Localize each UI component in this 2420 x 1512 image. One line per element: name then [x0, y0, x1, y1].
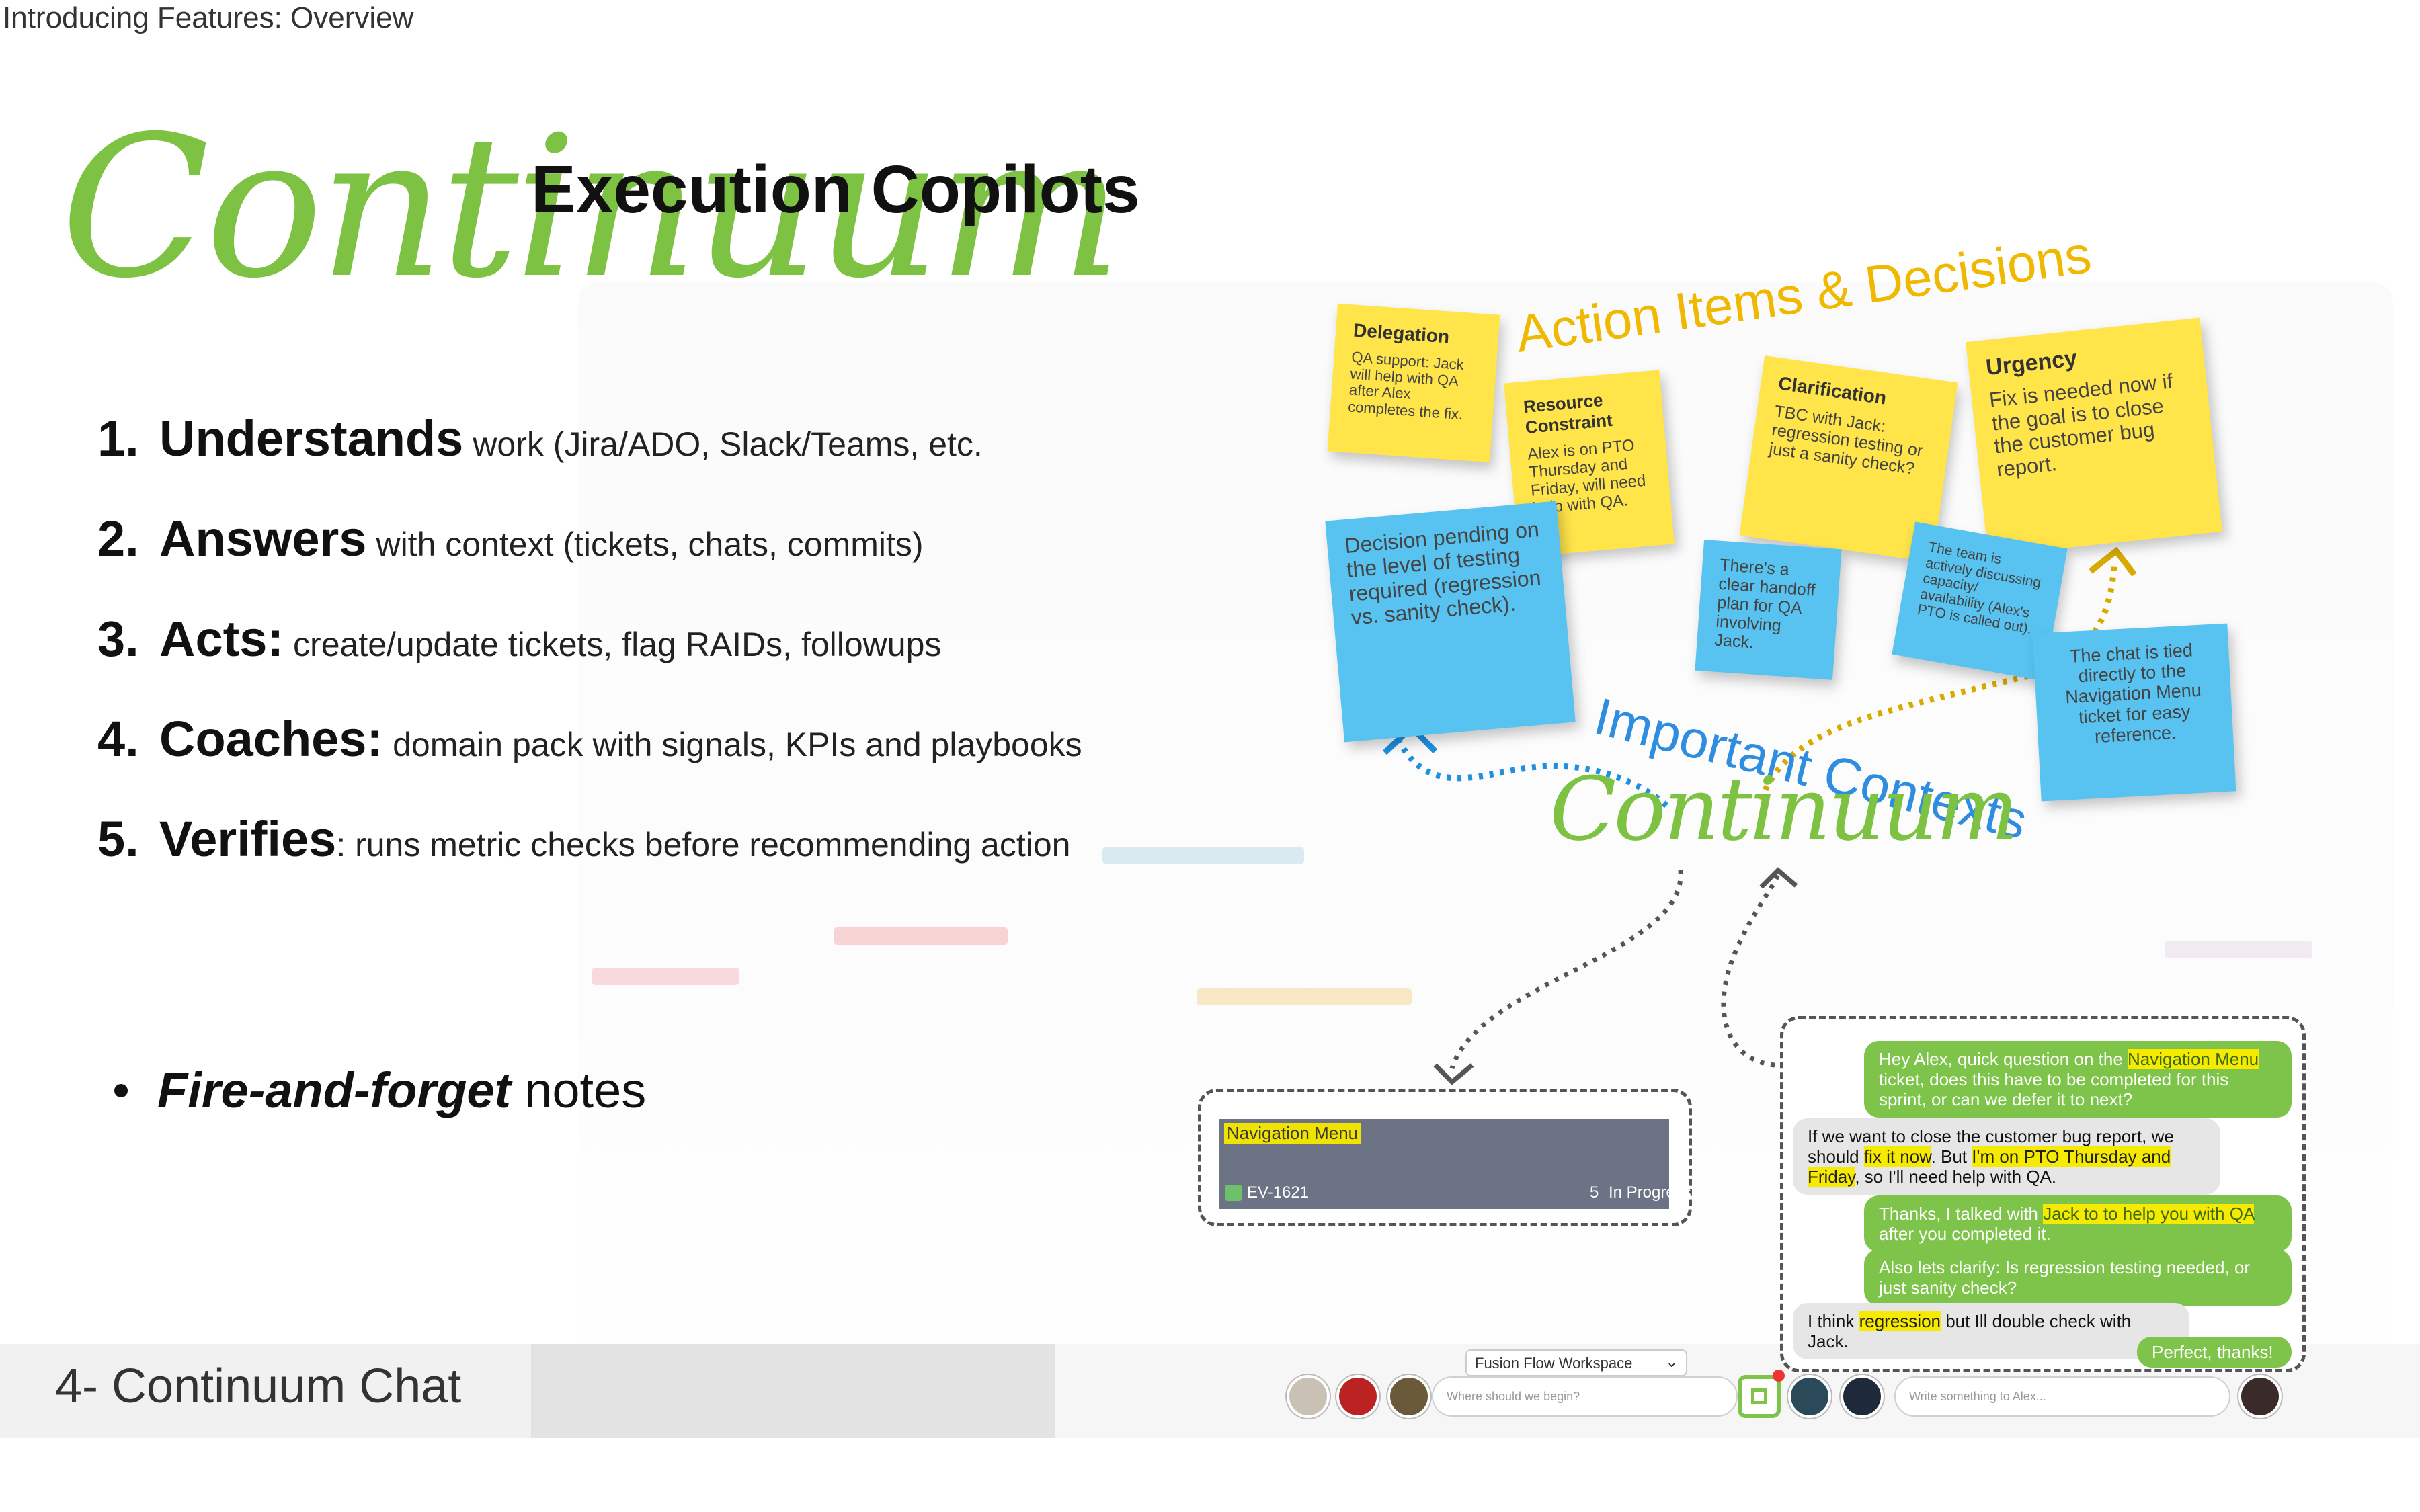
feature-description: domain pack with signals, KPIs and playb…: [393, 726, 1082, 763]
avatar[interactable]: [1788, 1375, 1831, 1418]
feature-number: 5.: [97, 811, 139, 867]
sticky-text: TBC with Jack: regression testing or jus…: [1768, 402, 1925, 478]
section-label: 4- Continuum Chat: [55, 1359, 462, 1413]
ghost-bar: [1197, 988, 1412, 1005]
msg-highlight: regression: [1859, 1311, 1941, 1331]
center-logo: Continuum: [1549, 758, 2019, 860]
ticket-points: 5: [1590, 1183, 1599, 1202]
bullet-note: Fire-and-forget notes: [114, 1062, 646, 1119]
msg-text: If we want to close the customer bug rep…: [1808, 1126, 2174, 1167]
workspace-select-label: Fusion Flow Workspace: [1475, 1355, 1633, 1372]
workspace-select[interactable]: Fusion Flow Workspace ⌄: [1465, 1349, 1687, 1376]
feature-item: 1. Understands work (Jira/ADO, Slack/Tea…: [97, 410, 1207, 510]
right-chat-input[interactable]: Write something to Alex...: [1894, 1376, 2230, 1417]
msg-highlight: Jack to to help you with QA: [2043, 1204, 2254, 1224]
feature-item: 4. Coaches: domain pack with signals, KP…: [97, 710, 1207, 810]
ghost-bar: [834, 927, 1008, 945]
continuum-logo: Continuum Execution Copilots: [61, 111, 1140, 312]
action-icon-inner: [1751, 1388, 1767, 1404]
feature-heading: Acts:: [159, 611, 284, 667]
sticky-delegation: Delegation QA support: Jack will help wi…: [1327, 303, 1500, 463]
avatar[interactable]: [1287, 1375, 1330, 1418]
avatar[interactable]: [1387, 1375, 1430, 1418]
msg-text: but Ill double check with Jack.: [1808, 1311, 2132, 1351]
feature-item: 5. Verifies : runs metric checks before …: [97, 810, 1207, 911]
msg-text: after you completed it.: [1879, 1224, 2051, 1244]
msg-text: I think: [1808, 1311, 1859, 1331]
chat-message-incoming: I think regression but Ill double check …: [1793, 1303, 2189, 1359]
sticky-title: Delegation: [1353, 319, 1451, 347]
feature-heading: Understands: [159, 411, 464, 466]
feature-heading: Coaches:: [159, 711, 384, 767]
ticket-id-text: EV-1621: [1247, 1183, 1309, 1202]
feature-number: 2.: [97, 511, 139, 566]
feature-item: 2. Answers with context (tickets, chats,…: [97, 510, 1207, 610]
sticky-text: Decision pending on the level of testing…: [1344, 517, 1542, 630]
feature-heading: Answers: [159, 511, 367, 566]
ticket-name: Navigation Menu: [1224, 1123, 1361, 1144]
ghost-bar: [2165, 941, 2312, 958]
feature-number: 1.: [97, 411, 139, 466]
avatar[interactable]: [1336, 1375, 1379, 1418]
create-ticket-icon[interactable]: [1738, 1370, 1785, 1418]
footer-block: [531, 1344, 1055, 1438]
avatar[interactable]: [1841, 1375, 1884, 1418]
msg-text: . But: [1931, 1146, 1972, 1167]
ticket-id: EV-1621: [1225, 1183, 1309, 1202]
chat-callout: Hey Alex, quick question on the Navigati…: [1780, 1016, 2306, 1372]
feature-heading: Verifies: [159, 811, 337, 867]
feature-description: with context (tickets, chats, commits): [376, 526, 924, 563]
sticky-decision-pending: Decision pending on the level of testing…: [1325, 501, 1576, 743]
feature-description: work (Jira/ADO, Slack/Teams, etc.: [473, 425, 983, 463]
ticket-card[interactable]: Navigation Menu EV-1621 5 In Progress: [1219, 1119, 1691, 1209]
bookmark-icon: [1225, 1185, 1242, 1201]
chat-message-outgoing: Also lets clarify: Is regression testing…: [1864, 1249, 2292, 1306]
logo-tagline: Execution Copilots: [531, 152, 1140, 227]
ticket-status: In Progress: [1609, 1183, 1691, 1202]
msg-highlight: fix it now: [1863, 1146, 1931, 1167]
avatar[interactable]: [2238, 1375, 2282, 1418]
feature-description: create/update tickets, flag RAIDs, follo…: [293, 626, 942, 663]
sticky-text: Fix is needed now if the goal is to clos…: [1988, 369, 2174, 482]
chat-message-outgoing: Perfect, thanks!: [2137, 1337, 2292, 1368]
msg-highlight: Navigation Menu: [2128, 1049, 2259, 1069]
footer-bar: [0, 1344, 531, 1438]
feature-list: 1. Understands work (Jira/ADO, Slack/Tea…: [97, 410, 1207, 911]
sticky-text: There's a clear handoff plan for QA invo…: [1713, 555, 1816, 653]
sticky-title: Resource Constraint: [1522, 389, 1613, 438]
chat-message-outgoing: Thanks, I talked with Jack to to help yo…: [1864, 1195, 2292, 1252]
bullet-text: notes: [524, 1062, 647, 1118]
sticky-chat-tied: The chat is tied directly to the Navigat…: [2032, 623, 2236, 802]
bullet-dot: [114, 1083, 128, 1097]
msg-text: ticket, does this have to be completed f…: [1879, 1069, 2229, 1109]
chevron-down-icon: ⌄: [1665, 1353, 1678, 1370]
feature-item: 3. Acts: create/update tickets, flag RAI…: [97, 610, 1207, 710]
bullet-emphasis: Fire-and-forget: [157, 1062, 512, 1118]
ticket-callout: Navigation Menu EV-1621 5 In Progress: [1198, 1089, 1692, 1226]
sticky-handoff-plan: There's a clear handoff plan for QA invo…: [1695, 540, 1842, 680]
left-chat-input[interactable]: Where should we begin?: [1432, 1376, 1738, 1417]
feature-description: : runs metric checks before recommending…: [336, 826, 1071, 864]
chat-message-outgoing: Hey Alex, quick question on the Navigati…: [1864, 1041, 2292, 1118]
ghost-bar: [592, 968, 739, 985]
notification-dot: [1773, 1370, 1785, 1382]
logo-script: Continuum: [61, 95, 1123, 321]
chat-message-incoming: If we want to close the customer bug rep…: [1793, 1118, 2220, 1195]
sticky-urgency: Urgency Fix is needed now if the goal is…: [1966, 317, 2222, 556]
sticky-text: The team is actively discussing capacity…: [1916, 539, 2043, 637]
msg-text: Thanks, I talked with: [1879, 1204, 2044, 1224]
sticky-text: The chat is tied directly to the Navigat…: [2064, 640, 2202, 747]
feature-number: 3.: [97, 611, 139, 667]
feature-number: 4.: [97, 711, 139, 767]
msg-text: Hey Alex, quick question on the: [1879, 1049, 2128, 1069]
sticky-text: QA support: Jack will help with QA after…: [1347, 348, 1465, 423]
breadcrumb: Introducing Features: Overview: [3, 1, 414, 34]
msg-text: , so I'll need help with QA.: [1855, 1167, 2057, 1187]
ghost-bar: [1102, 847, 1304, 864]
